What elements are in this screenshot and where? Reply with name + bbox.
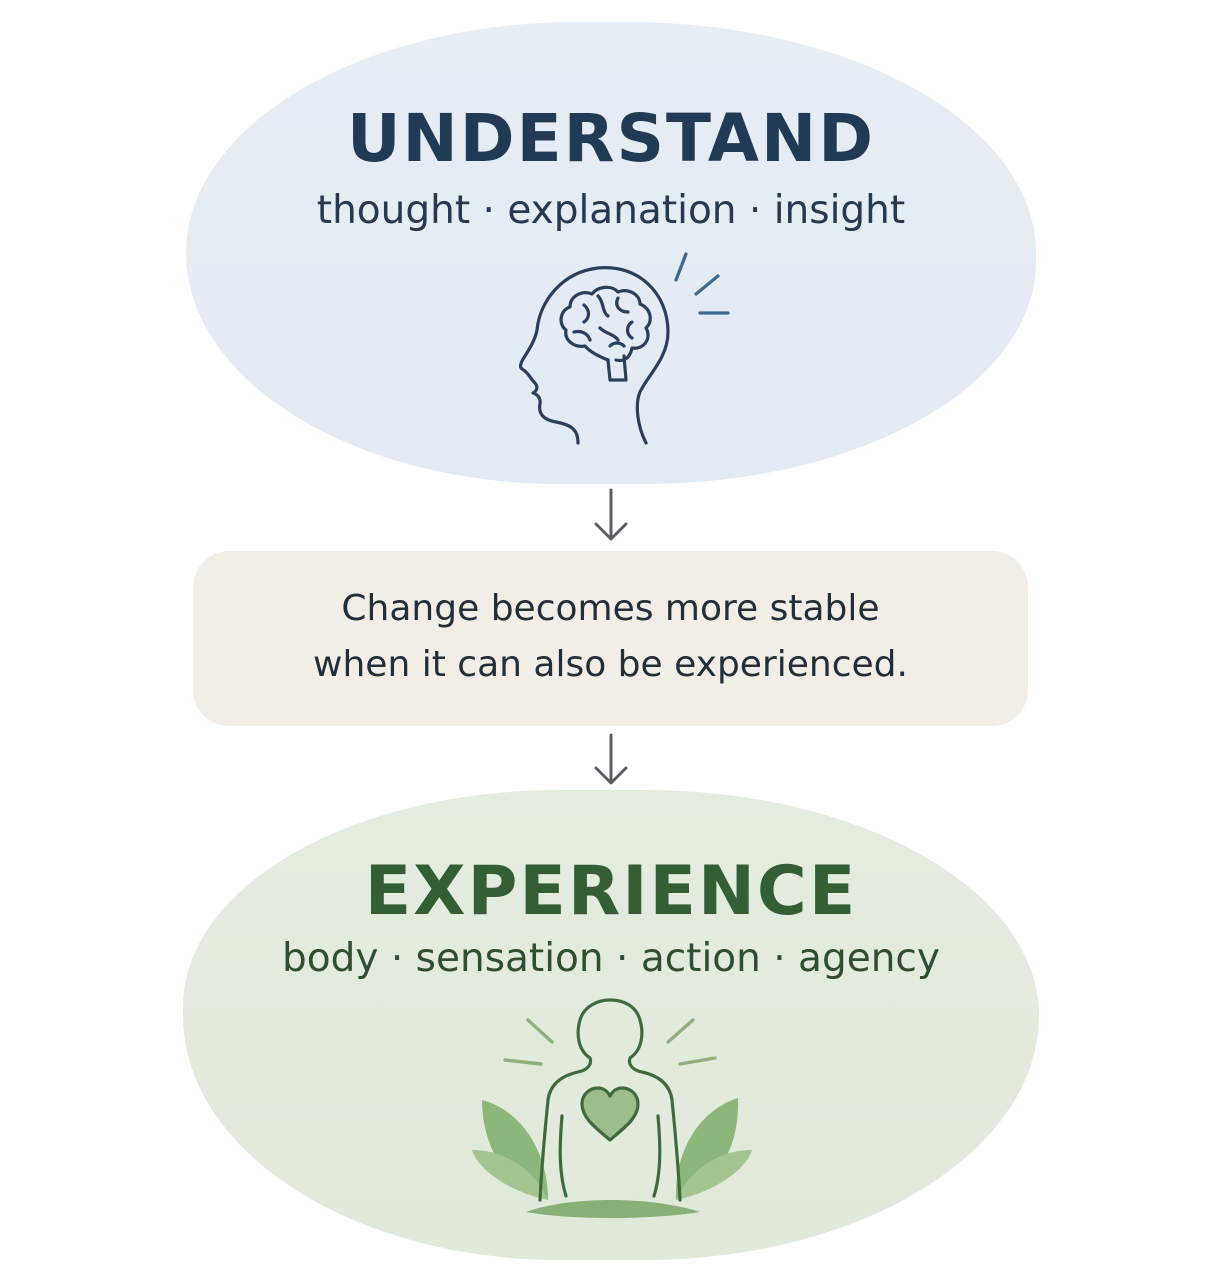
bridge-statement-line-1: Change becomes more stable [341,588,880,629]
body-heart-leaves-icon [472,998,752,1218]
head-brain-icon [518,266,670,445]
experience-bubble [183,790,1039,1260]
understand-bubble [186,22,1036,484]
bridge-statement-box [193,551,1028,726]
arrow-down-icon [594,733,628,785]
arrow-down-icon [594,488,628,541]
insight-rays-icon [674,252,730,315]
understand-title: UNDERSTAND [346,100,876,177]
understand-subtitle: thought · explanation · insight [316,188,906,233]
bridge-statement-line-2: when it can also be experienced. [313,644,908,685]
experience-title: EXPERIENCE [364,852,858,931]
experience-subtitle: body · sensation · action · agency [282,936,940,981]
